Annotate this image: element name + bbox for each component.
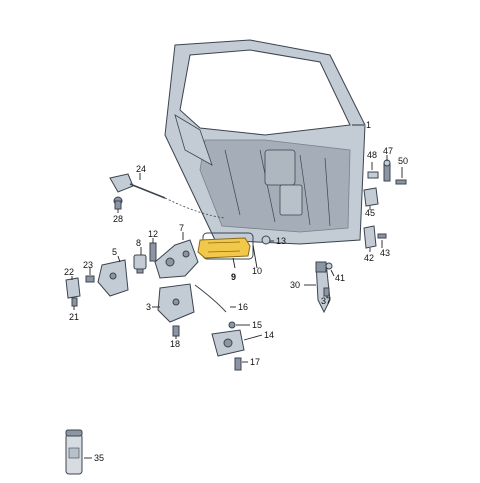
- part-23-clip: [85, 275, 95, 283]
- part-9-highlighted: [197, 237, 251, 259]
- callout-43: 45: [365, 208, 375, 218]
- part-7-lock: [154, 239, 199, 279]
- callout-42: 43: [380, 248, 390, 258]
- callout-23: 23: [83, 260, 93, 270]
- callout-48: 50: [398, 156, 408, 166]
- part-48-screw: [395, 179, 407, 185]
- callout-8: 8: [136, 238, 141, 248]
- part-47-bolt: [367, 171, 379, 179]
- part-35-screw: [323, 287, 330, 297]
- callout-1: 1: [366, 120, 371, 130]
- callout-13: 13: [276, 236, 286, 246]
- callout-3: 3: [146, 302, 151, 312]
- part-16-rod: [194, 284, 227, 313]
- callout-5: 5: [112, 247, 117, 257]
- callout-17: 17: [250, 357, 260, 367]
- part-22-plug: [65, 277, 81, 299]
- part-3-cover: [157, 283, 195, 323]
- part-42-screw: [377, 233, 387, 239]
- part-15-bushing: [228, 321, 236, 329]
- callout-47: 48: [367, 150, 377, 160]
- callout-41: 42: [364, 253, 374, 263]
- callout-14: 14: [264, 330, 274, 340]
- callout-18: 18: [170, 339, 180, 349]
- part-37-clip: [325, 262, 333, 270]
- callout-45: 47: [383, 146, 393, 156]
- callout-21: 21: [69, 312, 79, 322]
- part-24-actuator: [109, 173, 226, 219]
- callout-15: 15: [252, 320, 262, 330]
- part-13-grommet: [261, 235, 271, 245]
- part-30-handle: [315, 261, 331, 314]
- callout-12: 12: [148, 229, 158, 239]
- callout-9: 9: [231, 272, 236, 282]
- part-41-bracket: [363, 225, 377, 249]
- part-50-grease-tube: [65, 429, 83, 475]
- part-8-switch: [133, 254, 147, 274]
- callout-22: 22: [64, 267, 74, 277]
- part-21-screw: [71, 297, 78, 307]
- callout-7: 7: [179, 223, 184, 233]
- part-17-screw: [234, 357, 242, 371]
- part-14-latch: [211, 329, 245, 357]
- callout-37: 41: [335, 273, 345, 283]
- tailgate-panel: [164, 39, 366, 245]
- callout-16: 16: [238, 302, 248, 312]
- part-18-screw: [172, 325, 180, 337]
- callout-50: 35: [94, 453, 104, 463]
- part-43-striker: [363, 187, 379, 207]
- callout-30: 30: [290, 280, 300, 290]
- part-12-rod: [149, 242, 157, 262]
- part-45-hinge: [383, 159, 391, 182]
- part-5-bracket: [97, 259, 129, 297]
- callout-10: 10: [252, 266, 262, 276]
- callout-24: 24: [136, 164, 146, 174]
- callout-35: 37: [321, 296, 331, 306]
- callout-28: 28: [113, 214, 123, 224]
